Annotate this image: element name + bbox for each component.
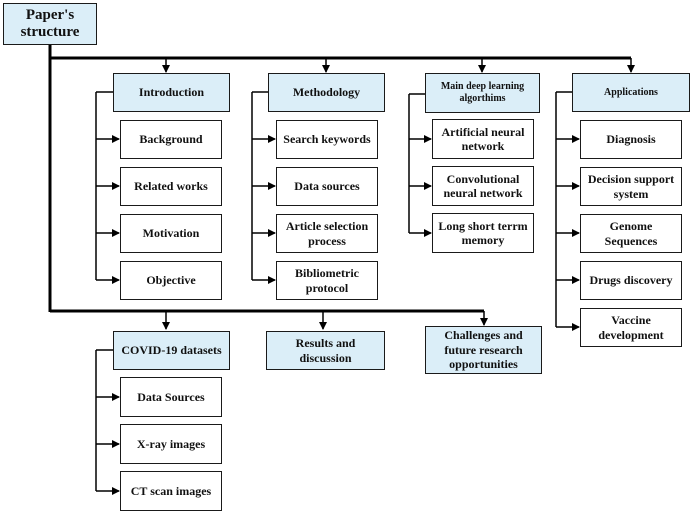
algorithms-header: Main deep learning algorthims [425,73,540,113]
applications-item: Decision support system [580,167,682,206]
datasets-item: Data Sources [120,377,222,417]
datasets-item: CT scan images [120,471,222,511]
applications-item: Genome Sequences [580,214,682,253]
introduction-item: Motivation [120,214,222,253]
datasets-item: X-ray images [120,424,222,464]
introduction-item: Background [120,120,222,159]
datasets-header: COVID-19 datasets [113,331,230,370]
algorithms-item: Artificial neural network [432,119,534,159]
methodology-item: Bibliometric protocol [276,261,378,300]
applications-header: Applications [572,73,690,112]
applications-item: Vaccine development [580,308,682,347]
methodology-item: Search keywords [276,120,378,159]
applications-item: Drugs discovery [580,261,682,300]
applications-item: Diagnosis [580,120,682,159]
challenges-header: Challenges and future research opportuni… [425,326,542,374]
introduction-item: Objective [120,261,222,300]
introduction-header: Introduction [113,73,230,112]
root-node: Paper's structure [3,3,97,45]
methodology-item: Article selection process [276,214,378,253]
algorithms-item: Long short terrm memory [432,213,534,253]
introduction-item: Related works [120,167,222,206]
algorithms-item: Convolutional neural network [432,166,534,206]
results-header: Results and discussion [266,331,385,370]
methodology-header: Methodology [268,73,385,112]
methodology-item: Data sources [276,167,378,206]
